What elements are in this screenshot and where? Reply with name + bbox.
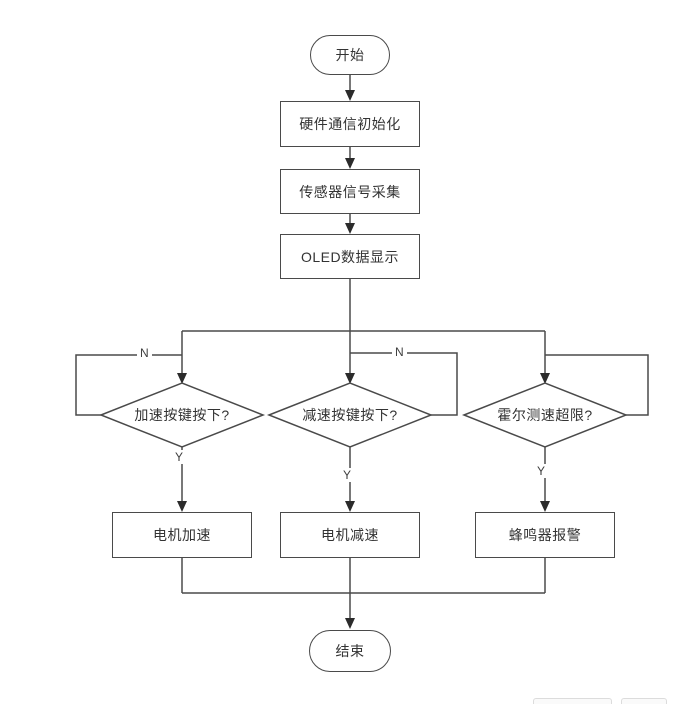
hall-decision-diamond — [461, 382, 629, 448]
action-motor-accel-node: 电机加速 — [112, 512, 252, 558]
connector-rail-to-decel-decision — [345, 331, 355, 384]
decel-decision-diamond — [266, 382, 434, 448]
connector-start-to-init — [345, 75, 355, 101]
connector-init-to-sensor — [345, 147, 355, 169]
process-oled-node: OLED数据显示 — [280, 234, 420, 279]
process-init-node: 硬件通信初始化 — [280, 101, 420, 147]
cropped-bottom-button-1[interactable] — [533, 698, 612, 704]
hall-decision-label: 霍尔测速超限? — [497, 407, 593, 423]
decel-yes-label: Y — [340, 468, 355, 482]
accel-yes-label: Y — [172, 450, 187, 464]
connector-rail-to-hall-decision — [540, 331, 550, 384]
action-motor-decel-node: 电机减速 — [280, 512, 420, 558]
connector-merge-to-end — [181, 558, 546, 629]
loop-hall-no — [545, 354, 649, 416]
connector-hall-yes — [540, 447, 550, 512]
accel-decision-diamond — [98, 382, 266, 448]
hall-yes-label: Y — [534, 464, 549, 478]
decel-decision-label: 减速按键按下? — [302, 407, 398, 423]
accel-decision-label: 加速按键按下? — [134, 407, 230, 423]
action-buzzer-node: 蜂鸣器报警 — [475, 512, 615, 558]
connector-rail-to-accel-decision — [177, 331, 187, 384]
decel-no-label: N — [392, 345, 407, 359]
connector-oled-to-rail — [182, 279, 545, 332]
cropped-bottom-button-2[interactable] — [621, 698, 667, 704]
connector-sensor-to-oled — [345, 214, 355, 234]
start-node: 开始 — [310, 35, 390, 75]
accel-no-label: N — [137, 346, 152, 360]
loop-accel-no — [75, 354, 182, 416]
end-node: 结束 — [309, 630, 391, 672]
process-sensor-node: 传感器信号采集 — [280, 169, 420, 214]
